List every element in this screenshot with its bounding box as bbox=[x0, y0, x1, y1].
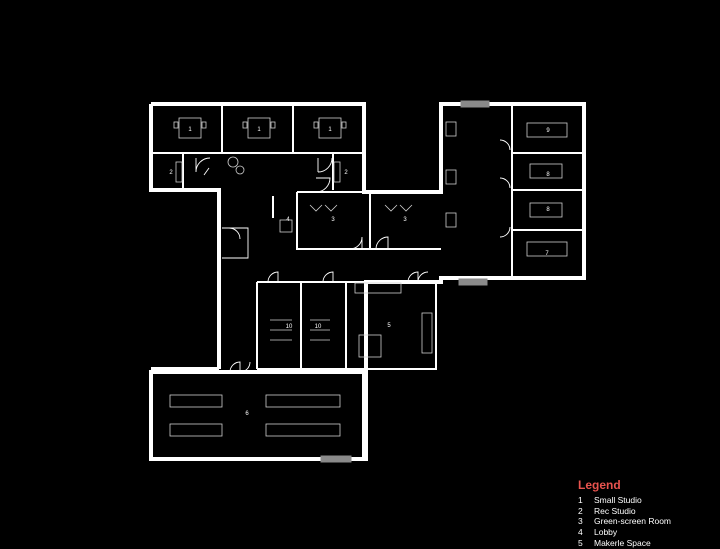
room-label-small-studio-c: 1 bbox=[328, 127, 332, 133]
room-label-8b: 8 bbox=[546, 207, 550, 213]
legend-label: Small Studio bbox=[594, 495, 642, 505]
legend-number: 4 bbox=[578, 527, 583, 538]
east-glass-door bbox=[460, 100, 490, 108]
legend-number: 2 bbox=[578, 505, 583, 516]
room-label-small-studio-b: 1 bbox=[257, 127, 261, 133]
room-label-green-screen-b: 3 bbox=[403, 217, 407, 223]
legend-item: 5 Makerle Space bbox=[578, 538, 671, 549]
legend-number: 1 bbox=[578, 495, 583, 505]
legend-label: Green-screen Room bbox=[594, 516, 672, 527]
legend-label: Rec Studio bbox=[594, 505, 636, 516]
room-label-rec-studio-a: 2 bbox=[169, 170, 173, 176]
doors bbox=[195, 139, 511, 373]
south-glass-door bbox=[458, 278, 488, 286]
room-label-green-screen-a: 3 bbox=[331, 217, 335, 223]
legend-item: 2 Rec Studio bbox=[578, 506, 671, 517]
interior-walls bbox=[151, 104, 584, 370]
room-label-9: 9 bbox=[546, 128, 550, 134]
legend-item: 3 Green-screen Room bbox=[578, 516, 671, 527]
room-label-10b: 10 bbox=[315, 324, 322, 330]
legend-title: Legend bbox=[578, 478, 621, 492]
room-label-rec-studio-b: 2 bbox=[344, 170, 348, 176]
legend: Legend 1 Small Studio 2 Rec Studio 3 Gre… bbox=[578, 478, 671, 549]
legend-number: 3 bbox=[578, 516, 583, 527]
legend-item: 4 Lobby bbox=[578, 527, 671, 538]
room-label-8a: 8 bbox=[546, 172, 550, 178]
legend-number: 5 bbox=[578, 537, 583, 548]
room-label-small-studio-a: 1 bbox=[188, 127, 192, 133]
room-label-10a: 10 bbox=[286, 324, 293, 330]
legend-label: Makerle Space bbox=[594, 537, 651, 548]
legend-item: 1 Small Studio bbox=[578, 495, 671, 506]
bottom-glass-door bbox=[320, 455, 352, 463]
room-label-large-room: 6 bbox=[245, 411, 249, 417]
legend-label: Lobby bbox=[594, 527, 618, 538]
room-labels: 1 1 1 2 2 3 3 4 5 6 7 8 8 9 10 10 bbox=[169, 127, 550, 417]
room-label-makerspace: 5 bbox=[387, 323, 391, 329]
room-label-lobby: 4 bbox=[286, 217, 290, 223]
furniture bbox=[169, 117, 568, 437]
room-label-7: 7 bbox=[545, 251, 549, 257]
